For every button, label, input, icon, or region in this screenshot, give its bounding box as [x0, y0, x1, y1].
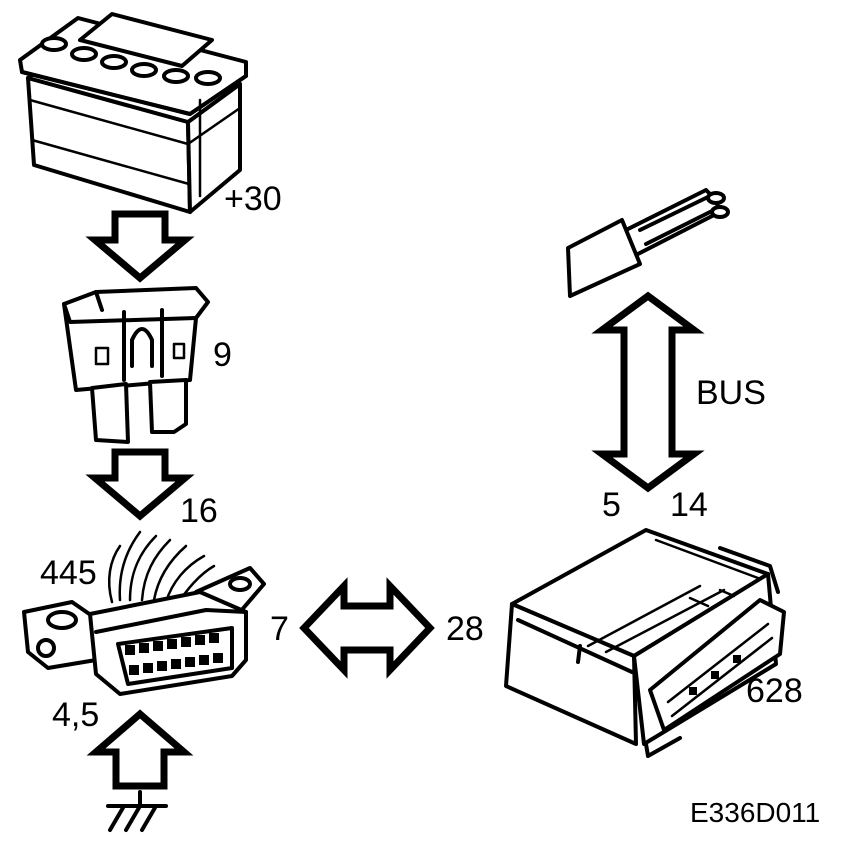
bus-cable-icon	[566, 188, 730, 298]
fuse-number-label: 9	[213, 336, 232, 374]
pin-16-label: 16	[180, 492, 218, 530]
connector-id-label: 445	[40, 554, 97, 592]
pin-14-label: 14	[670, 486, 708, 524]
pin-7-label: 7	[270, 610, 289, 648]
battery-cell-caps	[40, 36, 222, 86]
figure-code-label: E336D011	[690, 797, 820, 828]
bus-label: BUS	[696, 374, 766, 412]
pin-28-label: 28	[446, 610, 484, 648]
arrow-down-icon-2	[85, 448, 195, 521]
arrow-down-icon	[85, 210, 195, 283]
double-arrow-vertical-icon	[591, 291, 705, 493]
battery-icon	[18, 12, 248, 214]
diagnostic-connector-icon	[22, 530, 266, 696]
fuse-icon	[62, 286, 210, 444]
control-module-id-label: 628	[746, 672, 803, 710]
double-arrow-horizontal-icon	[299, 577, 435, 679]
pin-5-label: 5	[602, 486, 621, 524]
module-connector-pins	[666, 622, 774, 718]
battery-terminal-label: +30	[224, 180, 282, 218]
arrow-up-icon	[86, 709, 194, 790]
control-module-icon	[504, 528, 786, 758]
connector-pins	[125, 633, 223, 675]
ground-symbol-icon	[106, 790, 168, 832]
pins-ground-label: 4,5	[52, 696, 99, 734]
